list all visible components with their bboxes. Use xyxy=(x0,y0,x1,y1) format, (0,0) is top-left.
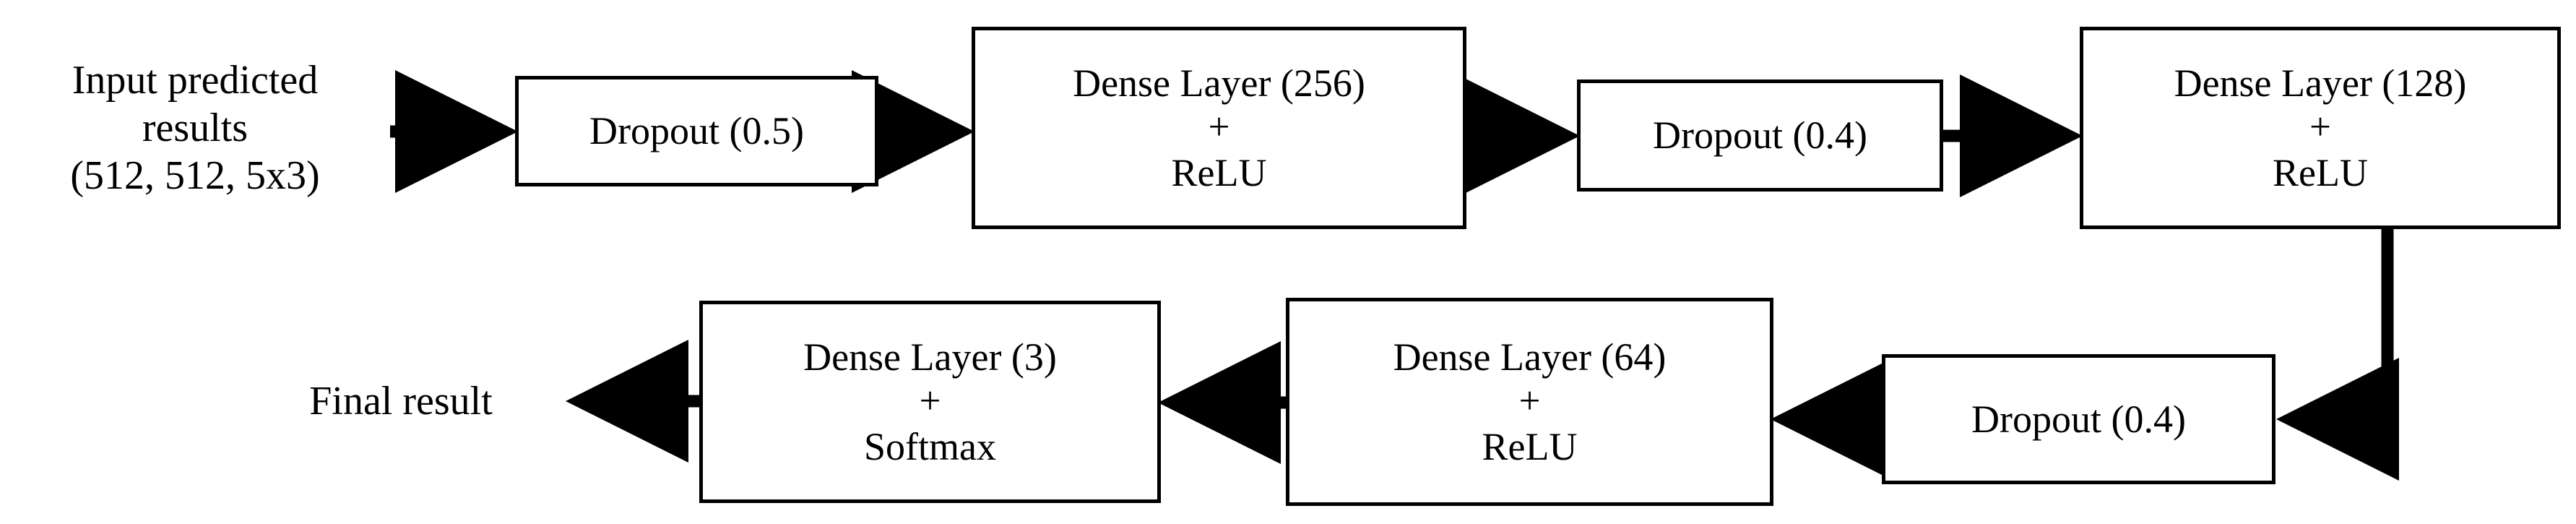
node-dense-256[interactable]: Dense Layer (256) + ReLU xyxy=(972,27,1466,229)
node-dropout-1[interactable]: Dropout (0.5) xyxy=(515,76,878,186)
node-dense-256-activation: ReLU xyxy=(1171,150,1267,194)
input-label-line-1: Input predicted xyxy=(72,58,319,103)
input-label-line-2: results xyxy=(142,106,248,151)
node-dense-128-label: Dense Layer (128) xyxy=(2174,61,2467,105)
node-dropout-2-label: Dropout (0.4) xyxy=(1653,113,1867,158)
node-dense-3-activation: Softmax xyxy=(864,424,996,468)
node-dropout-3-label: Dropout (0.4) xyxy=(1971,397,2186,441)
node-dense-128-plus: + xyxy=(2309,106,2331,149)
input-label-line-3: (512, 512, 5x3) xyxy=(70,153,320,199)
node-dense-64-plus: + xyxy=(1518,380,1541,423)
output-label-line-1: Final result xyxy=(309,379,493,424)
node-dense-3[interactable]: Dense Layer (3) + Softmax xyxy=(699,301,1161,503)
connector-dense128-to-dropout3 xyxy=(2276,229,2399,481)
input-label: Input predicted results (512, 512, 5x3) xyxy=(0,56,390,199)
node-dropout-3[interactable]: Dropout (0.4) xyxy=(1882,354,2275,484)
node-dropout-2[interactable]: Dropout (0.4) xyxy=(1577,80,1943,192)
node-dense-64-label: Dense Layer (64) xyxy=(1393,335,1667,379)
node-dense-64-activation: ReLU xyxy=(1482,424,1578,468)
output-label: Final result xyxy=(238,377,563,425)
node-dense-128[interactable]: Dense Layer (128) + ReLU xyxy=(2080,27,2561,229)
node-dense-256-label: Dense Layer (256) xyxy=(1073,61,1365,105)
node-dense-64[interactable]: Dense Layer (64) + ReLU xyxy=(1286,298,1773,506)
node-dense-3-label: Dense Layer (3) xyxy=(803,335,1057,379)
node-dense-3-plus: + xyxy=(919,380,941,423)
node-dropout-1-label: Dropout (0.5) xyxy=(589,109,804,153)
node-dense-256-plus: + xyxy=(1208,106,1230,149)
node-dense-128-activation: ReLU xyxy=(2273,150,2368,194)
